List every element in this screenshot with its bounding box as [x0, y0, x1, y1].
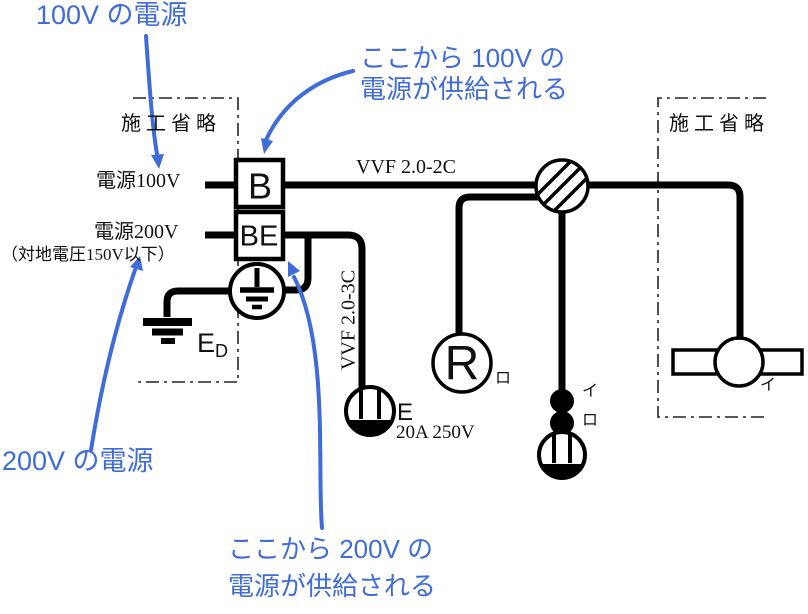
label-breaker-b: B: [247, 165, 273, 207]
label-omitted-left: 施工省略: [121, 113, 221, 135]
earth-electrode-symbol: [228, 262, 286, 320]
arrow-200v-source-shaft: [89, 268, 137, 452]
lamp-receptacle-symbol: [431, 332, 493, 394]
ground-symbol: [143, 318, 192, 344]
outlet-100v-symbol: [537, 430, 587, 480]
ceiling-light-symbol: [671, 336, 804, 388]
label-cable-vvf-2c: VVF 2.0-2C: [356, 156, 457, 178]
arrowhead-200v-supply-icon: [288, 261, 300, 277]
label-earth-e: E: [197, 328, 216, 358]
switch-dot-ro: [550, 411, 574, 435]
label-light-circuit: イ: [760, 377, 777, 394]
label-switch-ro: ロ: [582, 412, 599, 429]
label-switch-i: イ: [582, 383, 599, 400]
outlet-200v-symbol: [344, 385, 396, 437]
breaker-b-box: [233, 157, 286, 210]
callout-200v-source: 200V の電源: [2, 446, 154, 476]
callout-200v-supply: ここから 200V の 電源が供給される: [228, 531, 436, 605]
label-earth-d: D: [215, 341, 229, 361]
label-breaker-be: BE: [239, 220, 279, 253]
label-voltage-note: （対地電圧150V以下）: [1, 245, 175, 264]
junction-box-symbol: [534, 158, 590, 214]
arrowheads: [130, 138, 300, 277]
arrow-100v-source-shaft: [144, 34, 159, 156]
callout-100v-supply-line1: ここから 100V の: [360, 43, 566, 73]
callout-100v-supply: ここから 100V の 電源が供給される: [360, 43, 568, 105]
label-source-200v: 電源200V: [94, 221, 179, 243]
construction-omitted-box-right: [657, 97, 766, 418]
arrow-200v-supply-shaft: [292, 275, 324, 530]
label-earth-ed: ED: [197, 328, 228, 362]
arrowhead-100v-source-icon: [151, 154, 164, 169]
wire-main-100v: [283, 181, 744, 338]
label-omitted-right: 施工省略: [669, 113, 769, 135]
switch-dot-i: [550, 389, 574, 413]
label-source-100v: 電源100V: [96, 170, 181, 192]
label-cable-vvf-3c: VVF 2.0-3C: [337, 269, 360, 371]
arrowhead-100v-supply-icon: [261, 138, 273, 154]
label-outlet-rating: 20A 250V: [396, 422, 475, 443]
label-receptacle-r: R: [444, 337, 480, 391]
wire-to-receptacle: [455, 193, 540, 335]
callout-200v-supply-line2: 電源が供給される: [228, 571, 437, 601]
wire-200v-outlet: [283, 231, 366, 388]
label-receptacle-circuit: ロ: [495, 370, 512, 387]
annotation-arrows: [89, 34, 355, 530]
arrow-100v-supply-shaft: [264, 69, 355, 142]
wire-earth-branch: [285, 235, 312, 294]
callout-200v-supply-line1: ここから 200V の: [228, 534, 434, 564]
label-outlet-earth: E: [397, 399, 414, 426]
wires: [163, 181, 744, 390]
callout-100v-source: 100V の電源: [36, 0, 188, 30]
arrowhead-200v-source-icon: [130, 256, 143, 271]
callout-100v-supply-line2: 電源が供給される: [360, 74, 569, 104]
wire-to-ground: [163, 287, 230, 317]
breaker-be-box: [233, 209, 286, 262]
